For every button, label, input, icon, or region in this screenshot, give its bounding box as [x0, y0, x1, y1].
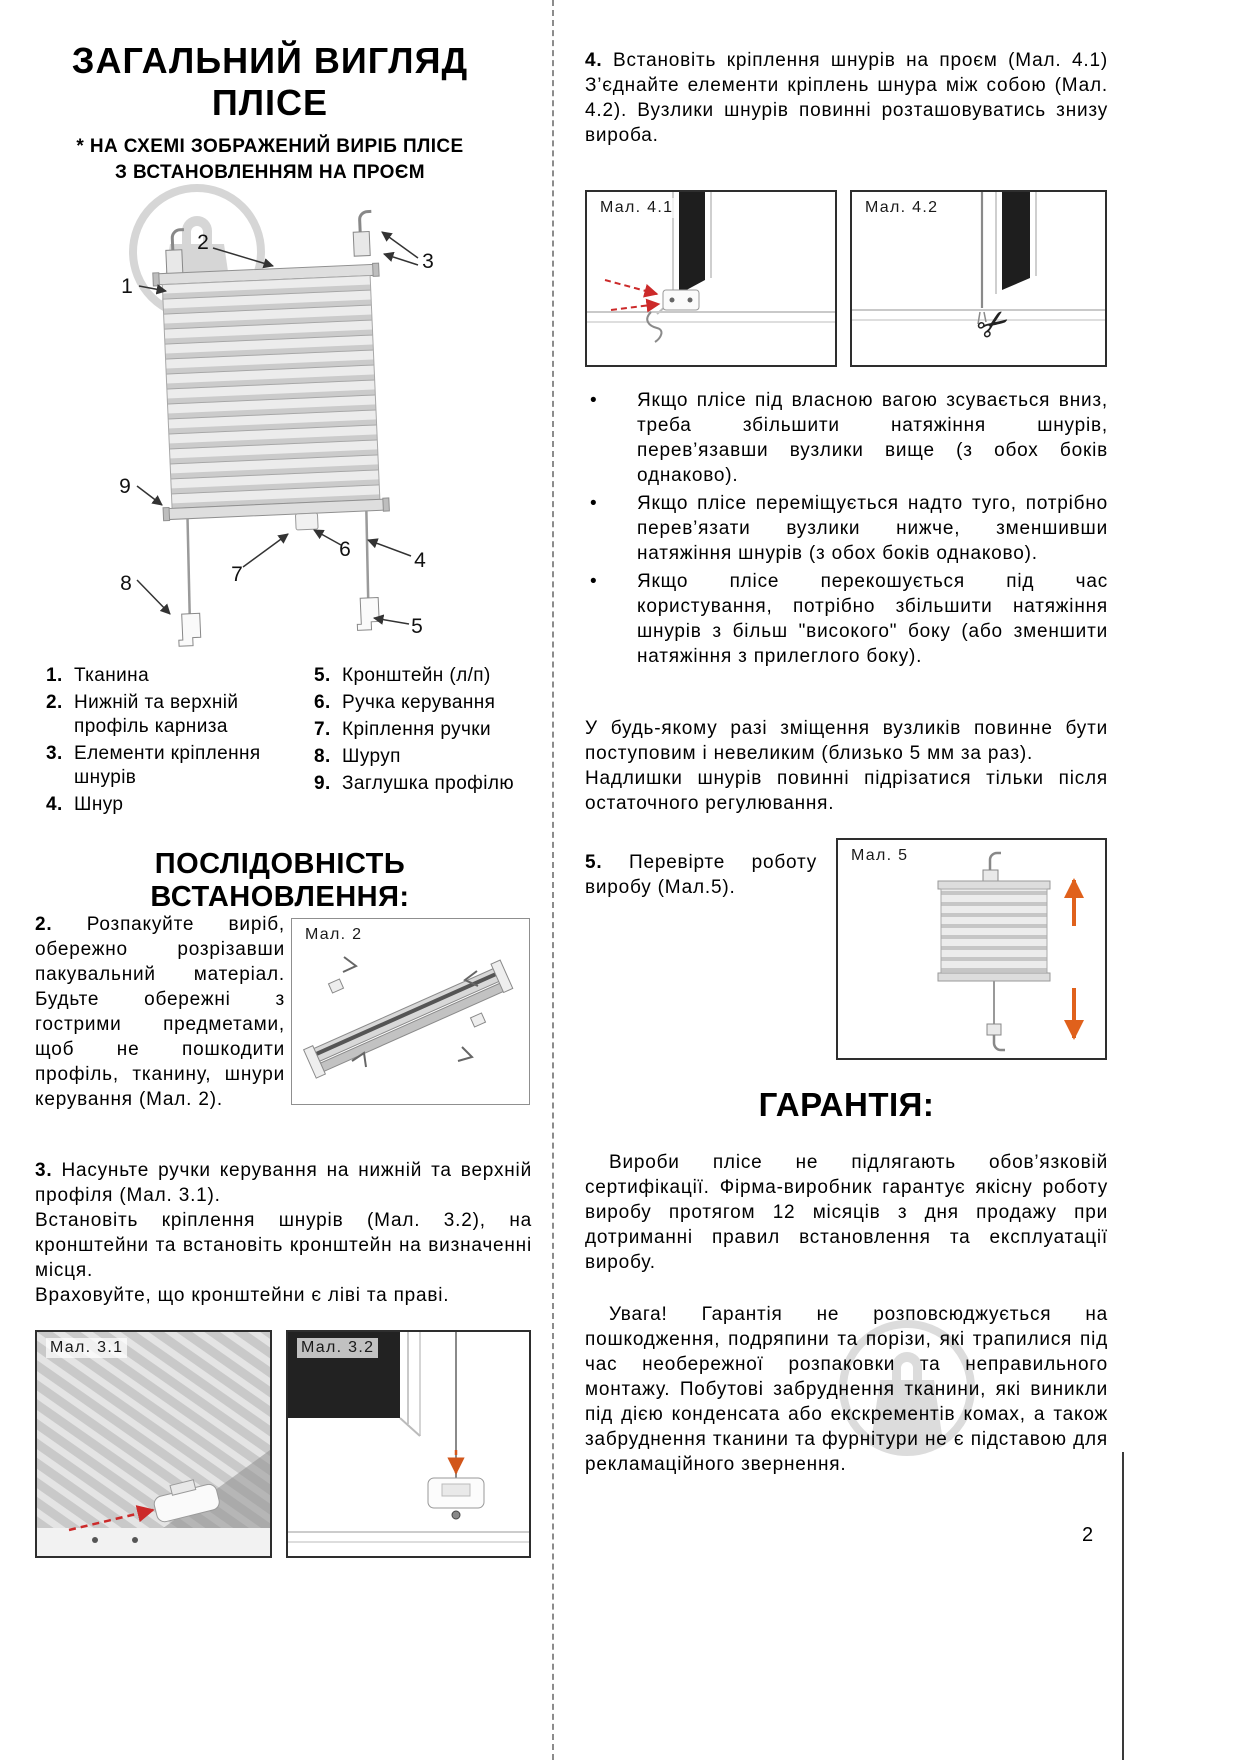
- figure-4-1-label: Мал. 4.1: [596, 198, 678, 218]
- bullet-item: • Якщо плісе переміщується надто туго, п…: [585, 491, 1108, 566]
- footer-vertical-line: [1122, 1452, 1124, 1760]
- adjustment-bullet-list: • Якщо плісе під власною вагою зсуваєтьс…: [585, 388, 1108, 672]
- figure-4-2-label: Мал. 4.2: [861, 198, 943, 218]
- page-number: 2: [1082, 1524, 1094, 1546]
- diagram-callout-3: 3: [422, 250, 434, 273]
- diagram-callout-6: 6: [339, 538, 351, 561]
- legend-item: 8. Шуруп: [314, 746, 401, 767]
- diagram-callout-1: 1: [121, 275, 133, 298]
- figure-3-2-label: Мал. 3.2: [297, 1338, 379, 1358]
- diagram-callout-2: 2: [197, 231, 209, 254]
- figure-3-1: Мал. 3.1: [35, 1330, 272, 1558]
- step-3-paragraph: 3. Насуньте ручки керування на нижній та…: [35, 1158, 532, 1308]
- diagram-callout-5: 5: [411, 615, 423, 638]
- bullet-marker: •: [590, 390, 598, 411]
- figure-3-2: Мал. 3.2: [286, 1330, 531, 1558]
- step-5-number: 5.: [585, 852, 603, 873]
- figure-3-1-image: [37, 1332, 270, 1556]
- bullet-text: Якщо плісе перекошується під час користу…: [637, 571, 1108, 667]
- callout-leader-lines: [136, 231, 419, 625]
- legend-column-1: 1. Тканина 2. Нижній та верхній профіль …: [46, 664, 314, 820]
- blind-diagram-image: [136, 209, 419, 647]
- figure-4-2: Мал. 4.2 ✂: [850, 190, 1107, 367]
- step-2-number: 2.: [35, 914, 53, 935]
- note-text-1: У будь-якому разі зміщення вузликів пови…: [585, 718, 1108, 764]
- legend-item: 9. Заглушка профілю: [314, 773, 514, 794]
- step-2-text: Розпакуйте виріб, обережно розрізавши па…: [35, 914, 285, 1110]
- step-3-text-2: Встановіть кріплення шнурів (Мал. 3.2), …: [35, 1210, 532, 1281]
- watermark-logo: [822, 1308, 992, 1508]
- legend-item: 7. Кріплення ручки: [314, 719, 492, 740]
- bullet-text: Якщо плісе переміщується надто туго, пот…: [637, 493, 1108, 564]
- blind-overview-diagram: 1 2 3 4 5 6 7 8 9: [30, 190, 530, 662]
- legend-item: 6. Ручка керування: [314, 692, 496, 713]
- page-title-line1: ЗАГАЛЬНИЙ ВИГЛЯД: [71, 40, 469, 81]
- warranty-paragraph-2: Увага! Гарантія не розповсюджується на п…: [585, 1304, 1108, 1475]
- page-title-line2: ПЛІСЕ: [211, 82, 329, 124]
- figure-5-label: Мал. 5: [847, 846, 913, 866]
- figure-3-1-label: Мал. 3.1: [46, 1338, 128, 1358]
- adjustment-note: У будь-якому разі зміщення вузликів пови…: [585, 716, 1108, 816]
- figure-2: Мал. 2: [291, 918, 530, 1105]
- note-text-2: Надлишки шнурів повинні підрізатися тіль…: [585, 768, 1108, 814]
- diagram-callout-4: 4: [414, 549, 426, 572]
- diagram-callout-7: 7: [231, 563, 243, 586]
- bullet-marker: •: [590, 571, 598, 592]
- figure-4-2-image: ✂: [852, 192, 1105, 352]
- figure-5: Мал. 5: [836, 838, 1107, 1060]
- figure-4-1: Мал. 4.1: [585, 190, 837, 367]
- diagram-callout-8: 8: [120, 572, 132, 595]
- column-divider-dashed-line: [552, 0, 554, 1760]
- bullet-item: • Якщо плісе перекошується під час корис…: [585, 569, 1108, 669]
- legend-item: 1. Тканина: [46, 665, 150, 686]
- legend-item: 2. Нижній та верхній профіль карниза: [46, 692, 239, 737]
- figure-4-1-image: [587, 192, 835, 343]
- diagram-callout-9: 9: [119, 475, 131, 498]
- section-title-warranty: ГАРАНТІЯ:: [758, 1086, 935, 1123]
- step-3-text-1: Насуньте ручки керування на нижній та ве…: [35, 1160, 532, 1206]
- step-3-number: 3.: [35, 1160, 53, 1181]
- step-5-paragraph: 5. Перевірте роботу виробу (Мал.5).: [585, 850, 817, 900]
- figure-5-image: [937, 851, 1084, 1052]
- page-subtitle-line1: * НА СХЕМІ ЗОБРАЖЕНИЙ ВИРІБ ПЛІСЕ: [76, 136, 464, 157]
- page-subtitle: * НА СХЕМІ ЗОБРАЖЕНИЙ ВИРІБ ПЛІСЕ З ВСТА…: [55, 134, 485, 185]
- bullet-marker: •: [590, 493, 598, 514]
- legend-column-2: 5. Кронштейн (л/п) 6. Ручка керування 7.…: [314, 664, 536, 820]
- bullet-text: Якщо плісе під власною вагою зсувається …: [637, 390, 1108, 486]
- scissors-icon: ✂: [969, 299, 1019, 352]
- step-2-paragraph: 2. Розпакуйте виріб, обережно розрізавши…: [35, 912, 285, 1112]
- legend-item: 3. Елементи кріплення шнурів: [46, 743, 261, 788]
- step-4-number: 4.: [585, 50, 603, 71]
- step-3-text-3: Враховуйте, що кронштейни є ліві та прав…: [35, 1285, 450, 1306]
- figure-3-2-image: [288, 1332, 529, 1543]
- page-title: ЗАГАЛЬНИЙ ВИГЛЯД ПЛІСЕ: [55, 40, 485, 125]
- diagram-legend: 1. Тканина 2. Нижній та верхній профіль …: [46, 664, 536, 820]
- warranty-paragraph-1: Вироби плісе не підлягають обов’язковій …: [585, 1152, 1108, 1273]
- figure-2-label: Мал. 2: [301, 925, 367, 945]
- step-4-text: Встановіть кріплення шнурів на проєм (Ма…: [585, 50, 1108, 146]
- legend-item: 4. Шнур: [46, 794, 124, 815]
- figure-2-image: [302, 956, 514, 1079]
- page-subtitle-line2: З ВСТАНОВЛЕННЯМ НА ПРОЄМ: [114, 161, 426, 183]
- section-title-installation: ПОСЛІДОВНІСТЬ ВСТАНОВЛЕННЯ:: [150, 848, 410, 913]
- step-4-paragraph: 4. Встановіть кріплення шнурів на проєм …: [585, 48, 1108, 148]
- bullet-item: • Якщо плісе під власною вагою зсуваєтьс…: [585, 388, 1108, 488]
- legend-item: 5. Кронштейн (л/п): [314, 665, 491, 686]
- step-5-text: Перевірте роботу виробу (Мал.5).: [585, 852, 817, 898]
